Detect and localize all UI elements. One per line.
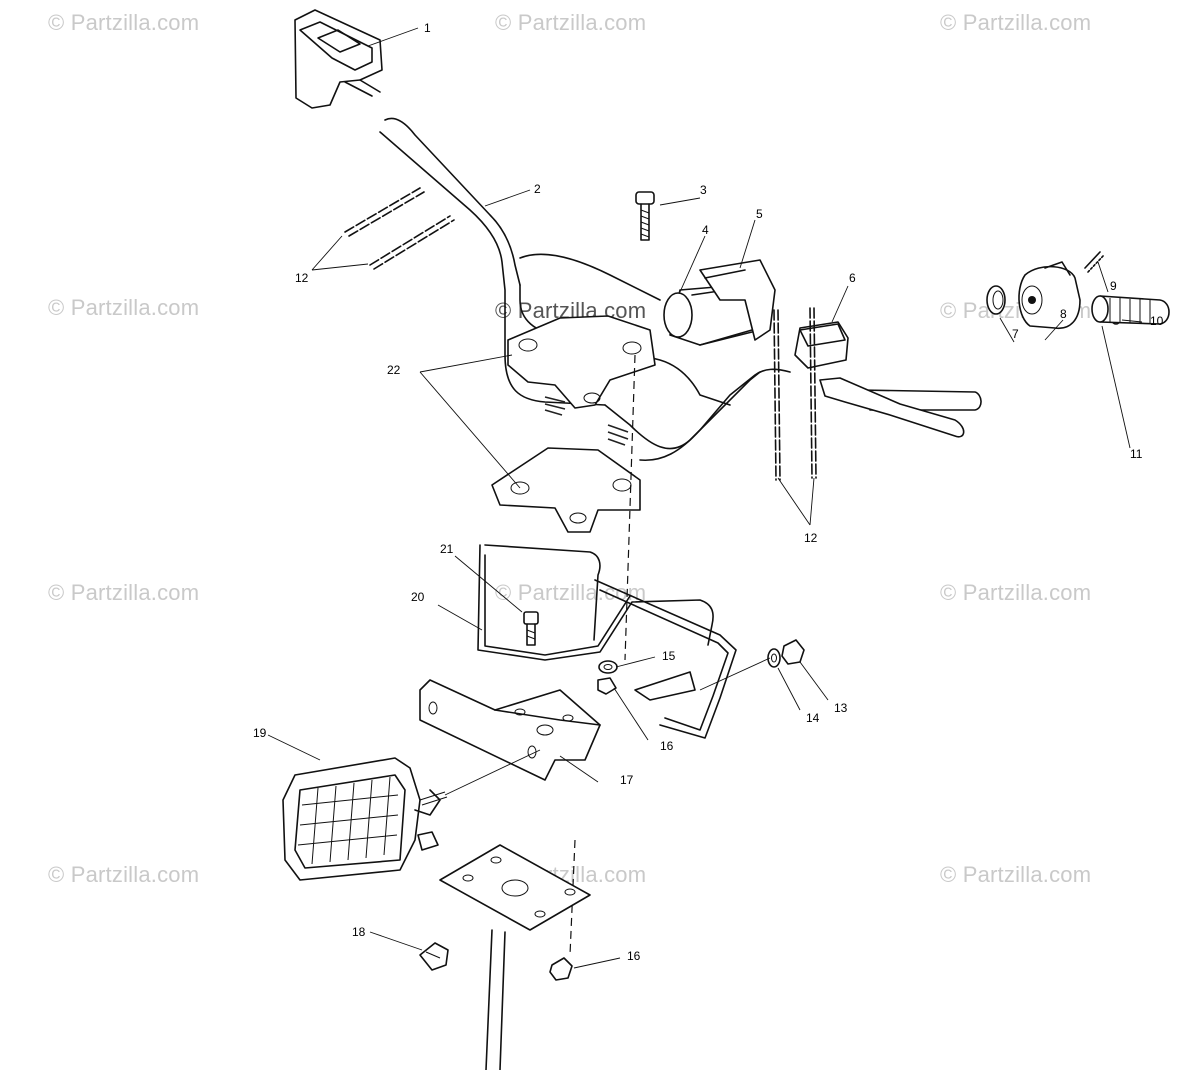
part-15-washer (598, 660, 618, 674)
callout-11: 11 (1130, 447, 1143, 461)
part-18-clip (419, 942, 449, 971)
part-14-washer (767, 648, 781, 668)
callout-labels: 1 2 3 4 5 6 7 8 9 10 11 12 12 13 14 15 1… (253, 21, 1164, 963)
part-22-upper-clamp (507, 315, 656, 409)
part-1-cover (294, 9, 383, 109)
callout-12-right: 12 (804, 531, 818, 545)
callout-3: 3 (700, 183, 707, 197)
callout-14: 14 (806, 711, 820, 725)
part-20-guard (477, 544, 737, 739)
part-8-throttle-housing (1018, 261, 1081, 329)
watermark: © Partzilla.com (495, 10, 647, 35)
part-11-grip (1091, 295, 1170, 325)
callout-13: 13 (834, 701, 848, 715)
watermark: © Partzilla.com (940, 10, 1092, 35)
callout-18: 18 (352, 925, 366, 939)
part-16-lower-nut (549, 957, 573, 981)
watermark: © Partzilla.com (940, 862, 1092, 887)
fastener-line (699, 657, 771, 691)
callout-1: 1 (424, 21, 431, 35)
part-17-mount-plate (419, 679, 601, 781)
part-19-headlight (282, 757, 448, 881)
callout-10: 10 (1150, 314, 1164, 328)
callout-15: 15 (662, 649, 676, 663)
part-22-lower-clamp (491, 447, 641, 533)
callout-8: 8 (1060, 307, 1067, 321)
watermark: © Partzilla.com (495, 580, 647, 605)
bottom-plate (439, 844, 591, 1070)
watermark: © Partzilla.com (940, 580, 1092, 605)
callout-16-upper: 16 (660, 739, 674, 753)
callout-21: 21 (440, 542, 454, 556)
watermark: © Partzilla.com (48, 862, 200, 887)
callout-6: 6 (849, 271, 856, 285)
callout-12-left: 12 (295, 271, 309, 285)
callout-5: 5 (756, 207, 763, 221)
callout-17: 17 (620, 773, 634, 787)
watermark: © Partzilla.com (48, 10, 200, 35)
watermark: © Partzilla.com (48, 580, 200, 605)
part-5-pad (699, 259, 776, 341)
headlight-line (444, 749, 541, 796)
callout-22: 22 (387, 363, 401, 377)
part-16-nut (597, 677, 617, 695)
part-7-collar (986, 285, 1006, 315)
callout-2: 2 (534, 182, 541, 196)
callout-7: 7 (1012, 327, 1019, 341)
part-21-bolt (523, 611, 539, 646)
part-2-handlebar (379, 117, 982, 462)
part-12-ties-left (344, 187, 455, 270)
callout-16-lower: 16 (627, 949, 641, 963)
part-12-ties-right (773, 307, 817, 481)
part-9-screw (1084, 251, 1105, 273)
part-6-master-cylinder (794, 321, 965, 438)
part-3-bolt (635, 191, 655, 241)
callout-4: 4 (702, 223, 709, 237)
leader-lines (267, 27, 1143, 969)
part-13-nut (781, 639, 805, 665)
callout-19: 19 (253, 726, 267, 740)
watermark: © Partzilla.com (48, 295, 200, 320)
callout-20: 20 (411, 590, 425, 604)
callout-9: 9 (1110, 279, 1117, 293)
